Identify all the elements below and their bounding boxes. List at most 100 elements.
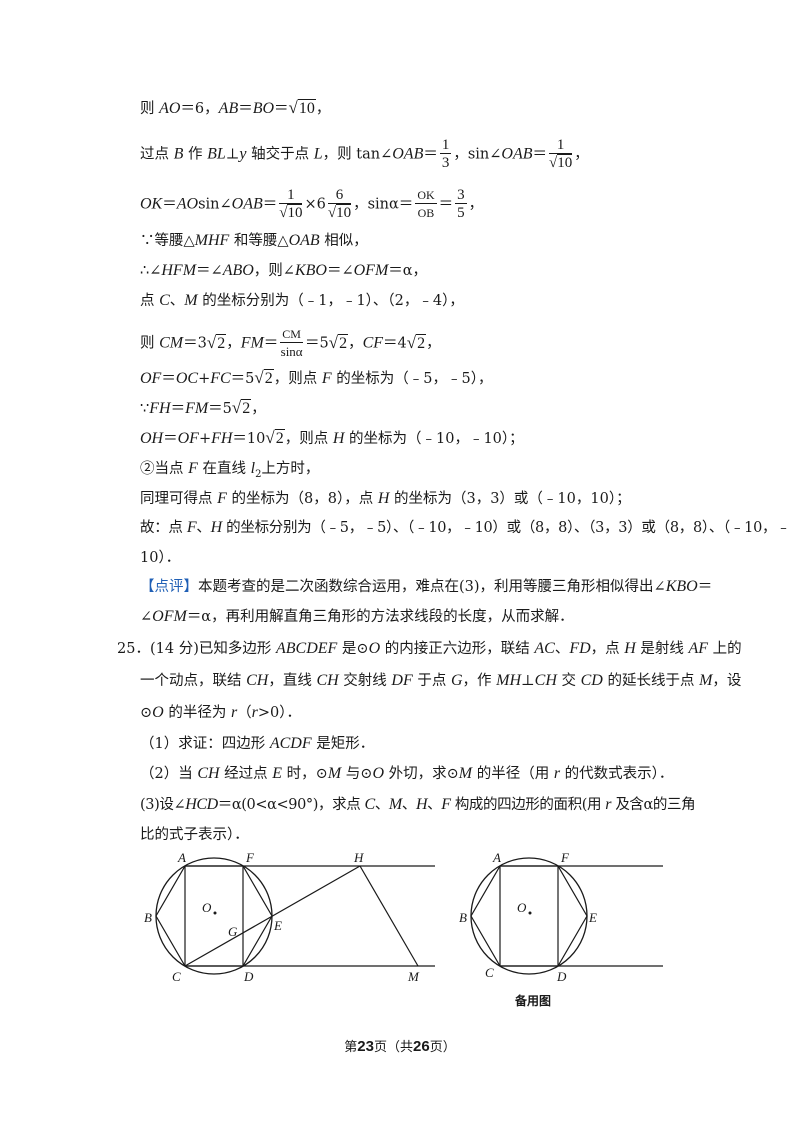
math-var: BL: [207, 145, 226, 163]
radicand: 2: [338, 333, 349, 352]
text: ＝4: [383, 335, 407, 352]
math-var: OF: [177, 430, 199, 447]
math-var: H: [624, 640, 636, 657]
text: ，: [315, 101, 331, 117]
solution-line-5: ∴∠HFM＝∠ABO，则∠KBO＝∠OFM＝α，: [140, 260, 427, 282]
text: ，sin∠: [453, 146, 502, 163]
sqrt: √2: [231, 398, 252, 417]
sqrt: √2: [254, 368, 274, 387]
text: 、: [169, 293, 185, 309]
solution-line-12: 同理可得点 F 的坐标为（8，8），点 H 的坐标为（3，3）或（﹣10，10）…: [140, 488, 631, 510]
text: ，: [348, 335, 363, 352]
text: 的延长线于点: [602, 673, 700, 689]
math-var: HCD: [185, 796, 218, 813]
math-var: CM: [159, 334, 184, 352]
denominator: OB: [417, 206, 435, 220]
text: (14 分)已知多边形: [150, 641, 276, 657]
text: ＝α，: [388, 263, 428, 279]
text: 的代数式表示）．: [560, 766, 674, 782]
question-line-1: (14 分)已知多边形 ABCDEF 是⊙O 的内接正六边形，联结 AC、FD，…: [150, 638, 742, 660]
text: 的半径（用: [472, 766, 554, 782]
text: 与⊙: [341, 766, 373, 782]
math-var: y: [239, 145, 247, 163]
math-var: CH: [246, 672, 269, 689]
segment-hm: [359, 865, 419, 967]
text: ，则∠: [253, 263, 295, 279]
hexagon: [470, 865, 588, 967]
math-var: KBO: [665, 578, 698, 595]
text: (3)设∠: [140, 797, 186, 813]
text: 上方时，: [261, 461, 320, 477]
label-a: A: [492, 850, 501, 865]
radicand: 2: [263, 369, 274, 387]
text: 的坐标为（﹣10，﹣10）；: [344, 431, 524, 447]
text: 的坐标为（﹣5，﹣5），: [331, 371, 493, 387]
text: 页）: [429, 1040, 456, 1055]
comment-line-2: ∠OFM＝α，再利用解直角三角形的方法求线段的长度，从而求解．: [140, 606, 574, 628]
text: ∴∠: [140, 263, 162, 279]
math-var: FM: [240, 334, 264, 352]
math-var: HFM: [161, 262, 197, 279]
text: ，设: [712, 673, 742, 689]
denominator: 3: [441, 155, 450, 171]
text: 交: [556, 673, 581, 689]
math-var: O: [368, 640, 381, 657]
math-var: ABO: [222, 262, 254, 279]
math-var: OFM: [152, 608, 187, 625]
text: ，则点: [284, 431, 333, 447]
math-var: F: [441, 796, 451, 813]
text: 于点: [412, 673, 451, 689]
math-var: F: [217, 490, 227, 507]
sqrt: √2: [206, 332, 227, 352]
denominator: √10: [327, 204, 352, 221]
text: ，sinα＝: [353, 196, 414, 213]
text: 的坐标分别为（﹣1，﹣1）、（2，﹣4），: [197, 293, 464, 309]
math-var: OC: [175, 370, 199, 387]
math-var: M: [184, 292, 198, 309]
circle-o: [155, 857, 273, 975]
math-var: OAB: [231, 195, 263, 213]
math-var: r: [230, 704, 238, 721]
math-var: L: [313, 145, 323, 163]
math-var: B: [173, 145, 184, 163]
text: 的坐标为（3，3）或（﹣10，10）；: [389, 491, 631, 507]
label-c: C: [485, 965, 494, 980]
text: 则: [140, 335, 160, 352]
text: 则: [140, 101, 160, 117]
math-var: FM: [185, 400, 209, 417]
text: 的半径为: [163, 705, 231, 721]
text: ⊥: [225, 146, 240, 163]
text: ∠: [140, 609, 153, 625]
text: ＝: [163, 431, 178, 447]
numerator: 6: [327, 187, 352, 204]
text: ②当点: [140, 461, 189, 477]
text: ＝: [697, 579, 713, 595]
text: ＝5: [208, 401, 232, 417]
math-var: AB: [218, 100, 239, 117]
math-var: C: [159, 292, 170, 309]
label-g: G: [228, 924, 238, 939]
sqrt: √2: [328, 332, 349, 352]
text: ，: [426, 335, 441, 352]
text: ＝α(0<α<90°)，求点: [217, 797, 365, 813]
math-var: r: [605, 796, 612, 813]
segment-ch: [184, 865, 361, 967]
math-var: FC: [210, 370, 231, 387]
page-footer: 第23页（共26页）: [0, 1036, 800, 1055]
text: 10）．: [140, 550, 181, 566]
math-var: OK: [140, 195, 163, 213]
text: 交射线: [338, 673, 392, 689]
math-var: O: [152, 704, 164, 721]
text: ，点: [590, 641, 625, 657]
math-var: ACDF: [269, 735, 312, 752]
solution-line-1: 则 AO＝6，AB＝BO＝√10，: [140, 97, 330, 120]
text: 在直线: [197, 461, 251, 477]
hexagon: [155, 865, 273, 967]
numerator: 1: [549, 137, 573, 154]
text: 作: [183, 146, 208, 163]
text: >0）．: [257, 705, 302, 721]
solution-line-10: OH＝OF+FH＝10√2，则点 H 的坐标为（﹣10，﹣10）；: [140, 427, 524, 450]
math-var: H: [377, 490, 390, 507]
